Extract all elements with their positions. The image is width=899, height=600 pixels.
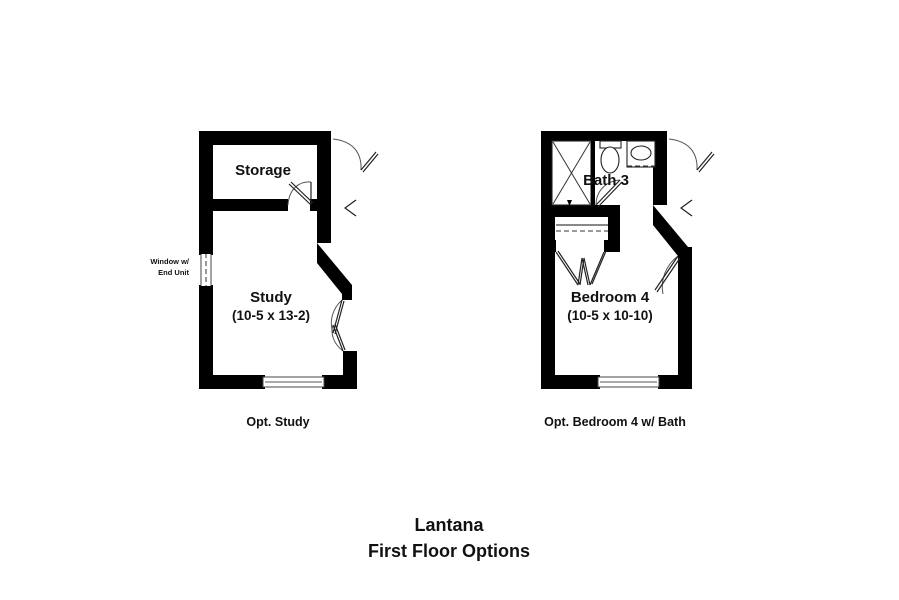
exterior-door-arc-top <box>668 138 698 171</box>
exterior-door-leaf-top-2 <box>698 153 715 173</box>
shower-x-2 <box>552 141 591 205</box>
plan-opt-bedroom-4: Bath 3 Bedroom 4 (10-5 x 10-10) Opt. Bed… <box>541 131 715 429</box>
toilet-bowl <box>600 146 620 174</box>
toilet <box>599 140 622 174</box>
bath-door-arc <box>595 179 621 206</box>
title-line-1: Lantana <box>414 515 484 535</box>
bedroom-door-arc <box>661 255 679 295</box>
bath-door-leaf-2 <box>597 181 623 208</box>
wall-bath-jamb <box>617 205 620 217</box>
wall-left-bedroom <box>541 201 555 389</box>
caption-opt-bedroom-4: Opt. Bedroom 4 w/ Bath <box>544 415 686 429</box>
room-dims-study: (10-5 x 13-2) <box>232 308 310 323</box>
bedroom-door-leaf <box>654 255 679 291</box>
wall-right-upper <box>653 131 667 205</box>
closet-door-leaf-right-fold-2 <box>581 257 589 286</box>
side-window-cap-bottom <box>199 286 213 291</box>
shower-drain-marker <box>567 200 572 206</box>
bath-door-leaf <box>595 179 621 206</box>
room-label-bedroom-4: Bedroom 4 <box>571 289 650 306</box>
bedroom-walls <box>541 131 692 389</box>
storage-door-leaf-2 <box>290 181 314 204</box>
closet-door-leaf-right-fold <box>583 257 591 286</box>
room-label-study: Study <box>250 289 292 306</box>
study-walls <box>199 131 357 389</box>
wall-closet-right <box>608 217 620 252</box>
wall-right-lower <box>678 247 692 389</box>
exterior-door-leaf-top-2 <box>362 153 379 173</box>
exterior-door-leaf-top <box>696 151 713 171</box>
study-door-arc-lower <box>331 324 344 352</box>
plan-opt-study: Storage Study (10-5 x 13-2) Window w/ En… <box>150 131 379 429</box>
wall-right-angle-jog <box>317 243 352 294</box>
wall-storage-partition <box>199 199 288 211</box>
closet-door-leaf-right-2 <box>591 250 607 285</box>
bedroom-door-leaf-2 <box>656 257 681 293</box>
caption-opt-study: Opt. Study <box>246 415 309 429</box>
closet-shelf-rod <box>556 224 608 232</box>
study-door-leaf-lower-2 <box>334 323 346 351</box>
bath-fixtures <box>551 140 656 206</box>
exterior-door-leaf-top <box>360 151 377 171</box>
exterior-door-marker <box>343 199 357 217</box>
room-label-bath-3: Bath 3 <box>583 172 629 189</box>
room-dims-bedroom-4: (10-5 x 10-10) <box>567 308 653 323</box>
wall-right-upper <box>317 131 331 243</box>
bedroom-windows <box>597 376 660 388</box>
storage-door-arc <box>287 181 312 206</box>
bedroom-doors <box>555 138 715 295</box>
closet-door-leaf-left-fold <box>577 257 583 286</box>
annotation-window-line1: Window w/ <box>150 257 190 266</box>
wall-left-upper <box>199 131 213 255</box>
wall-left-lower <box>199 285 213 389</box>
wall-bottom-left <box>541 375 600 389</box>
vanity-sink <box>626 140 656 168</box>
wall-top <box>199 131 331 145</box>
closet-door-leaf-left-2 <box>557 250 581 285</box>
title-block: Lantana First Floor Options <box>368 515 530 561</box>
wall-right-lower-2 <box>343 351 357 375</box>
shower-divider <box>591 141 595 205</box>
closet-door-leaf-right <box>589 251 605 286</box>
room-label-storage: Storage <box>235 162 291 179</box>
sink-basin <box>630 145 652 161</box>
wall-right-mid <box>342 285 352 300</box>
wall-closet-left-stub <box>541 240 556 252</box>
annotation-window-line2: End Unit <box>158 268 189 277</box>
wall-bath-partition <box>541 205 620 217</box>
wall-left-bath <box>541 131 552 201</box>
study-door-leaf-lower <box>332 324 344 352</box>
closet-door-leaf-left <box>555 251 579 286</box>
exterior-door-marker <box>679 199 693 217</box>
wall-bottom-left <box>199 375 265 389</box>
wall-right-angle-jog <box>653 205 688 256</box>
wall-top <box>541 131 667 141</box>
study-doors <box>287 138 379 352</box>
study-windows <box>199 249 325 388</box>
title-line-2: First Floor Options <box>368 541 530 561</box>
side-window-cap-top <box>199 249 213 254</box>
exterior-door-arc-top <box>332 138 362 171</box>
storage-door-leaf <box>288 183 312 206</box>
